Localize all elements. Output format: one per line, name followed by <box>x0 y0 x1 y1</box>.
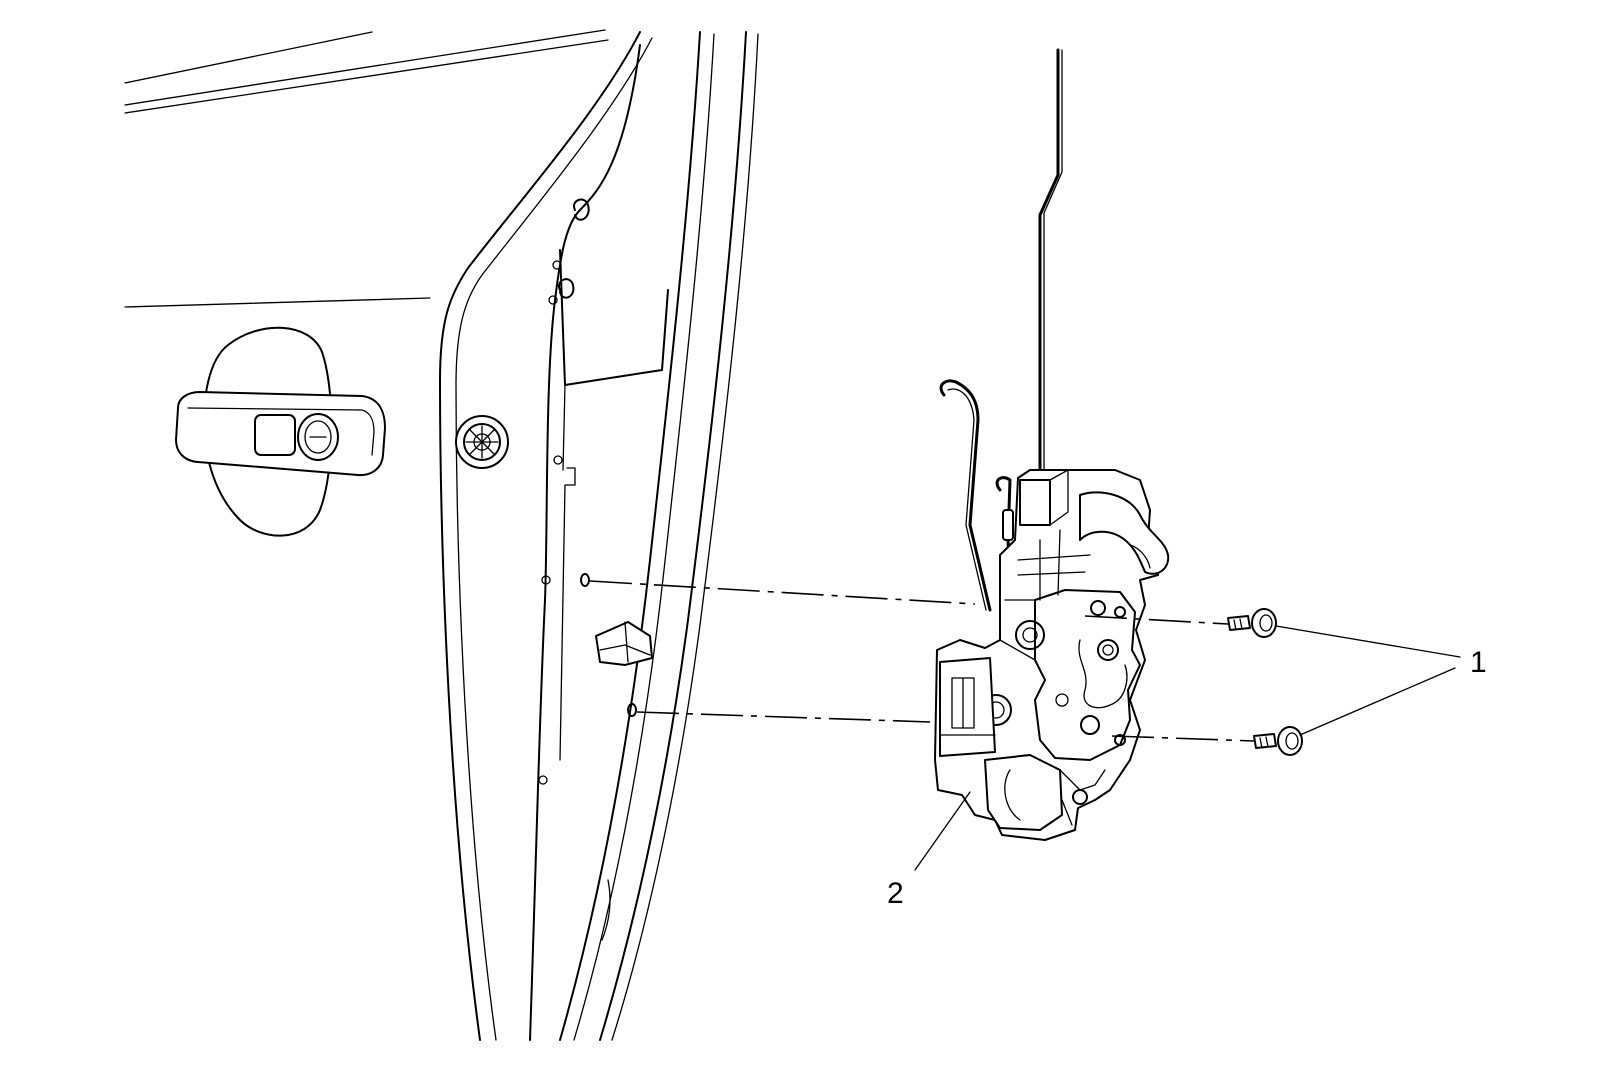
mount-hole-upper <box>580 573 590 587</box>
door-panel <box>124 29 759 1041</box>
latch-screw-upper <box>1227 608 1277 638</box>
outside-door-handle <box>175 326 386 537</box>
latch-screw-lower <box>1253 726 1303 756</box>
door-latch-assembly <box>934 469 1170 841</box>
leader-lines <box>914 625 1461 871</box>
callout-1: 1 <box>1470 646 1487 679</box>
callout-2: 2 <box>887 877 904 910</box>
mount-hole-lower <box>627 703 637 717</box>
key-cylinder-icon <box>297 413 339 461</box>
latch-rods <box>939 48 1063 622</box>
alignment-lines <box>589 580 1255 742</box>
grommet <box>455 415 509 469</box>
